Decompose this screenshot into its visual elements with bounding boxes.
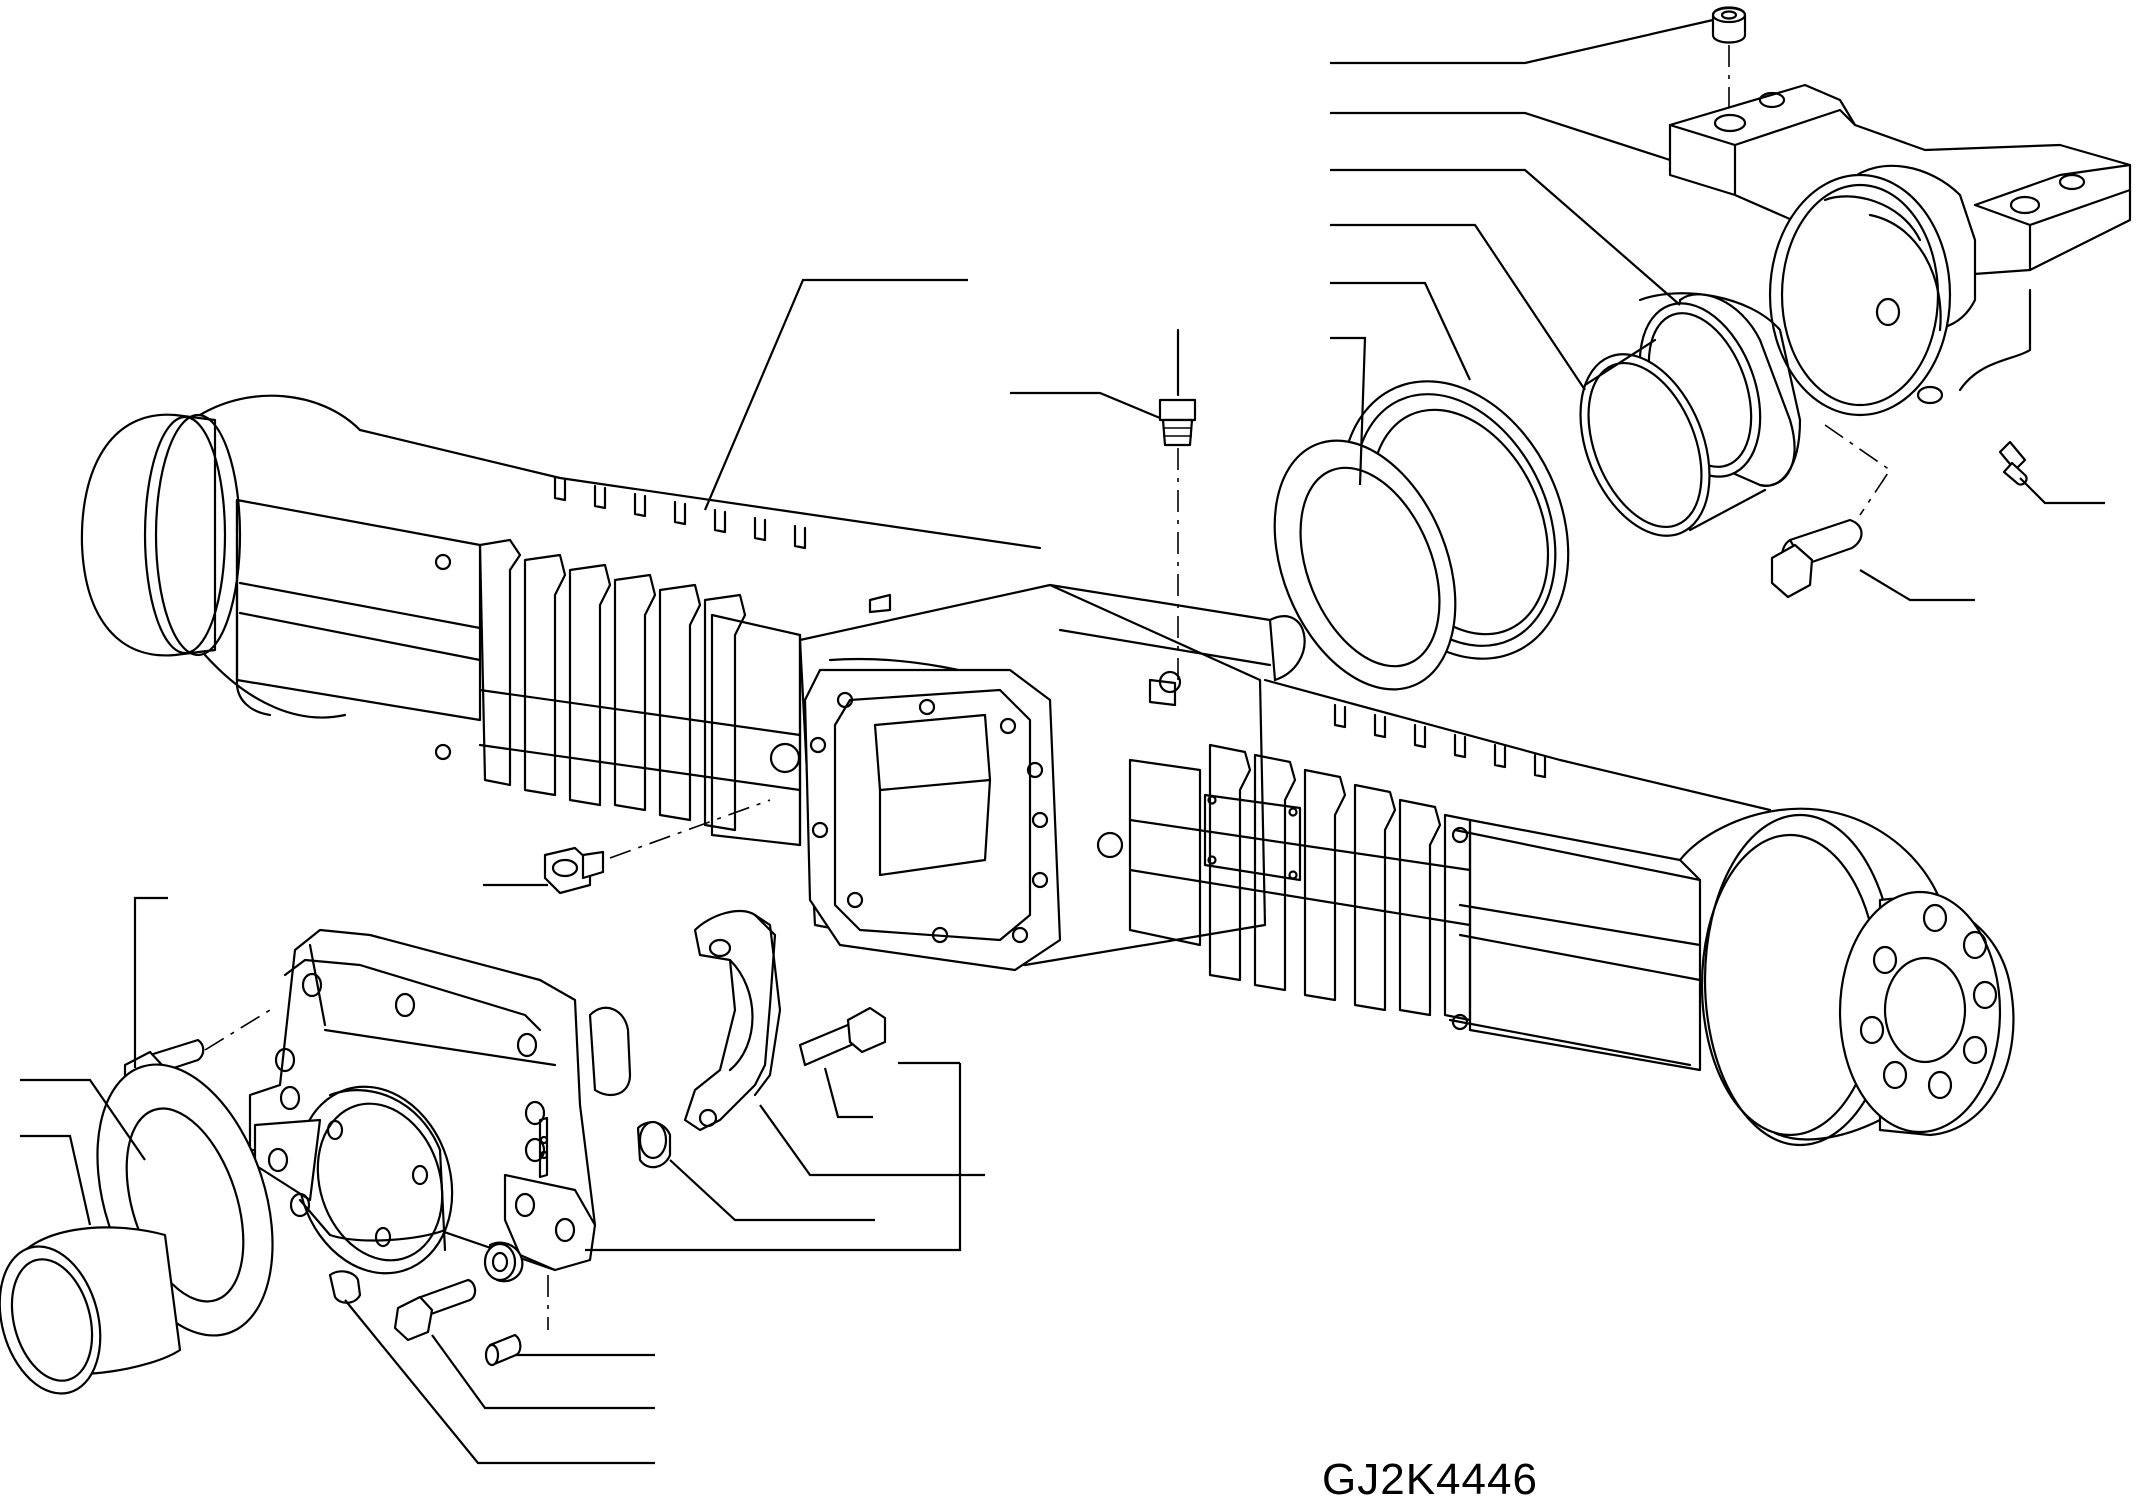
bushing-inner	[1579, 338, 1767, 537]
drawing-code-label: GJ2K4446	[1322, 1455, 1538, 1504]
breather-fitting	[1158, 328, 1197, 680]
left-hub-end	[80, 394, 362, 719]
drain-plug	[543, 799, 771, 895]
right-hub-end	[1678, 807, 2015, 1147]
axle-housing	[80, 394, 2015, 1147]
pinion-carrier-assembly	[123, 928, 632, 1367]
sleeve-bushing	[0, 1226, 182, 1395]
half-clamp	[683, 910, 782, 1132]
bolt-bracket	[1770, 518, 1863, 599]
bolt-clamp	[636, 1006, 887, 1169]
cap-screw-top	[1711, 6, 1747, 44]
leader-lines	[20, 18, 2105, 1465]
pivot-bracket-assembly	[1273, 6, 2132, 691]
thrust-washer-upper	[1273, 439, 1457, 691]
center-carrier-housing	[798, 583, 1306, 972]
